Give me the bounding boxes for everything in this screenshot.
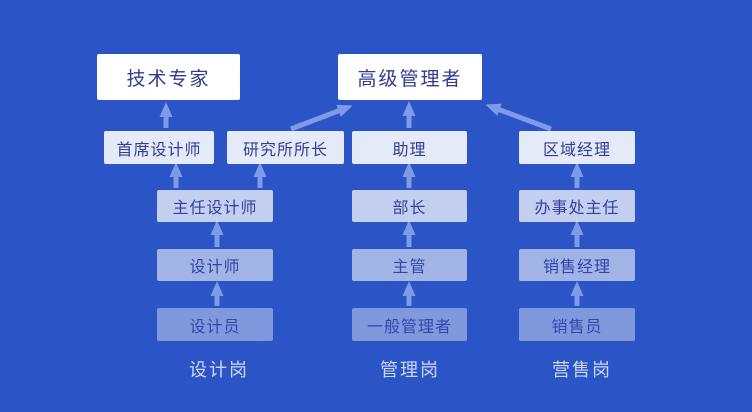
node-assistant: 助理 bbox=[352, 131, 467, 164]
node-general-manager: 一般管理者 bbox=[352, 308, 467, 341]
arrow-institute-director-to-senior-manager bbox=[290, 104, 353, 132]
node-tech-expert: 技术专家 bbox=[97, 54, 240, 100]
node-minister: 部长 bbox=[352, 190, 467, 222]
node-designer: 设计师 bbox=[157, 249, 273, 281]
node-office-director: 办事处主任 bbox=[519, 190, 635, 222]
footer-sales-track: 营售岗 bbox=[552, 360, 612, 380]
node-supervisor: 主管 bbox=[352, 249, 467, 281]
node-chief-designer: 首席设计师 bbox=[104, 131, 214, 164]
footer-management-track: 管理岗 bbox=[380, 360, 440, 380]
node-draftsman: 设计员 bbox=[157, 308, 273, 341]
node-sales-manager: 销售经理 bbox=[519, 249, 635, 281]
arrow-regional-manager-to-senior-manager bbox=[485, 103, 552, 132]
node-senior-manager: 高级管理者 bbox=[338, 54, 482, 100]
node-institute-director: 研究所所长 bbox=[227, 131, 344, 164]
node-salesperson: 销售员 bbox=[519, 308, 635, 341]
node-director-designer: 主任设计师 bbox=[157, 190, 273, 222]
node-regional-manager: 区域经理 bbox=[519, 131, 635, 164]
footer-design-track: 设计岗 bbox=[189, 360, 249, 380]
